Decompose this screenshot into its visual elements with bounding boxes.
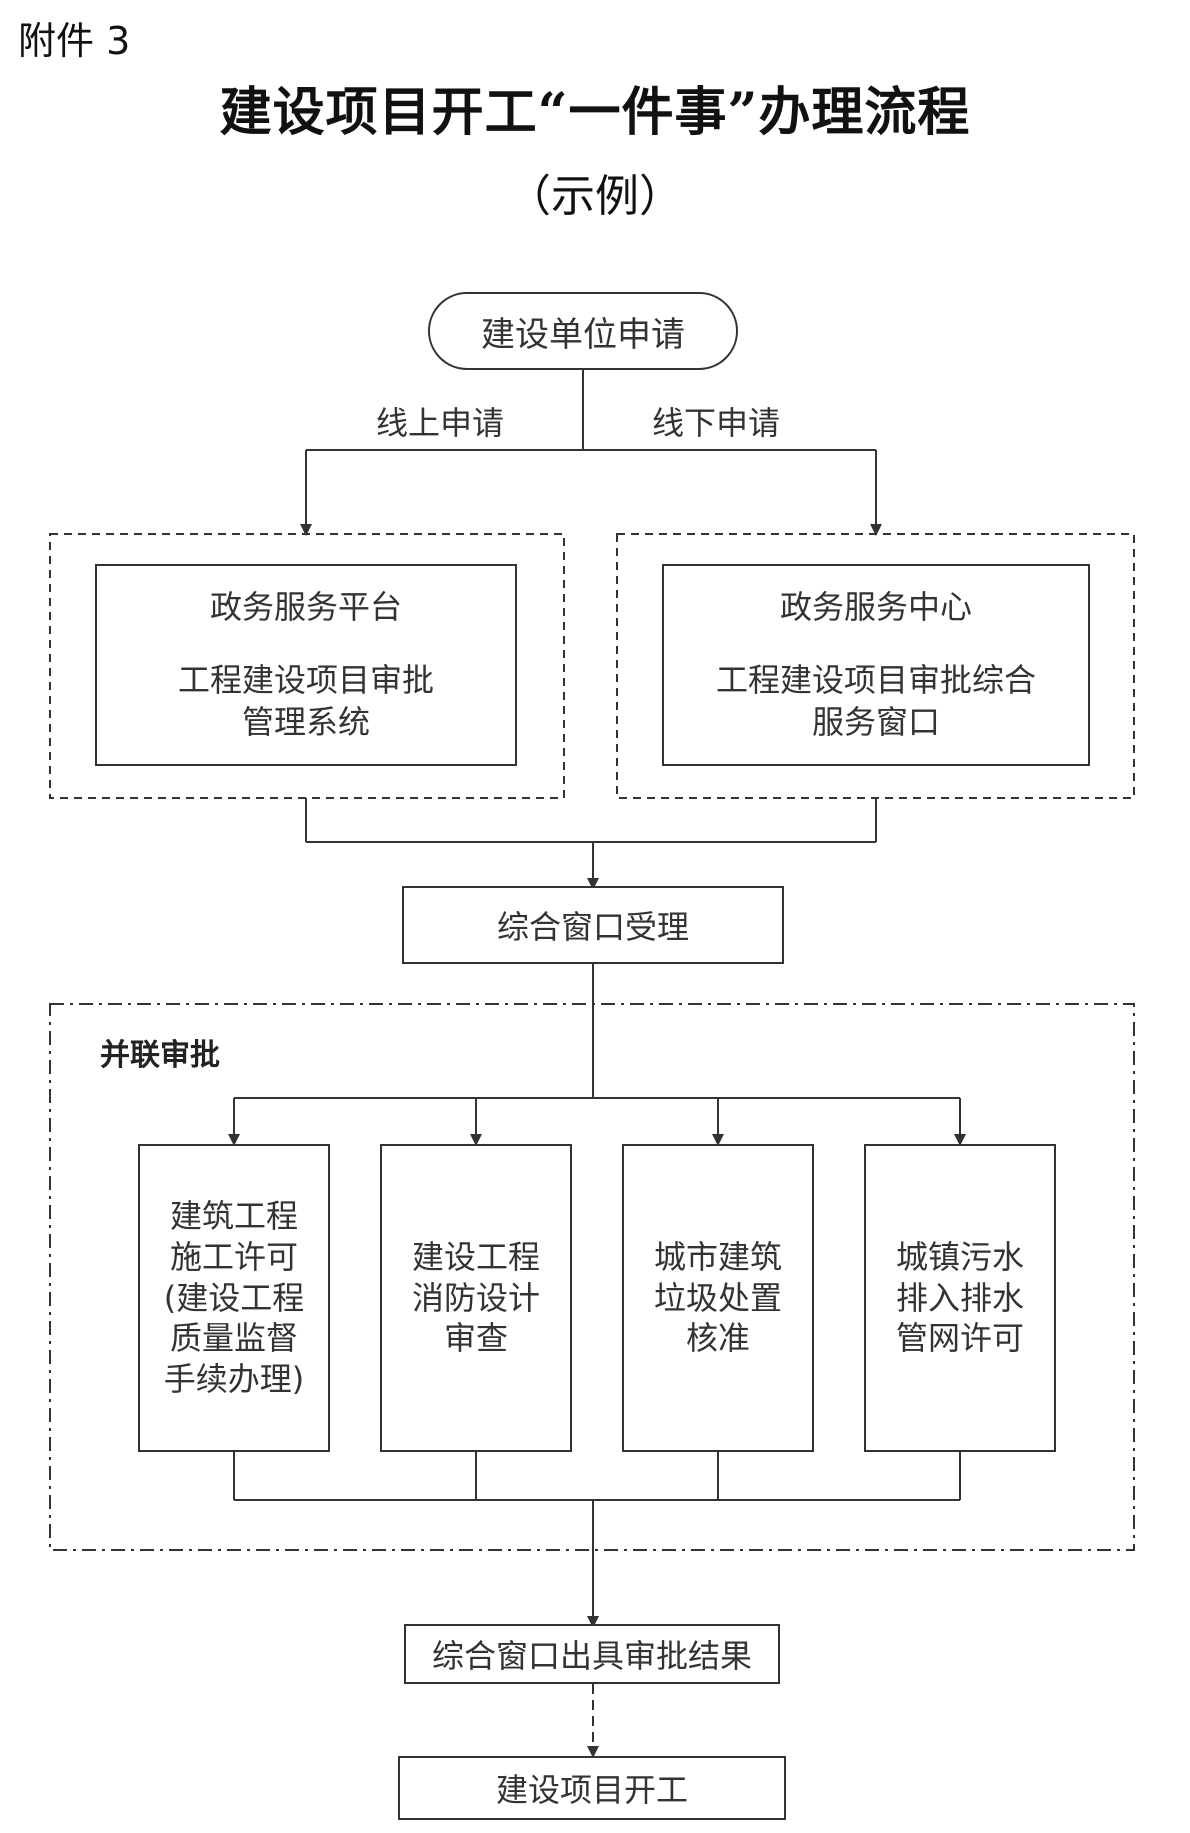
result-node-label: 综合窗口出具审批结果 xyxy=(431,1637,752,1675)
branch-online-label: 线上申请 xyxy=(376,404,505,442)
item-1-line: 建筑工程 xyxy=(169,1196,298,1235)
item-3-line: 垃圾处置 xyxy=(653,1278,782,1317)
offline-panel-line3: 服务窗口 xyxy=(811,702,940,741)
approval-item-2: 建设工程 消防设计 审查 xyxy=(380,1144,572,1452)
item-1-line: 质量监督 xyxy=(169,1319,298,1358)
annex-label: 附件 3 xyxy=(18,19,131,63)
item-1-line: (建设工程 xyxy=(163,1278,305,1317)
item-4-line: 排入排水 xyxy=(895,1278,1024,1317)
item-3-line: 城市建筑 xyxy=(653,1237,782,1276)
item-2-line: 审查 xyxy=(443,1319,508,1358)
accept-node: 综合窗口受理 xyxy=(402,886,784,964)
item-3-line: 核准 xyxy=(685,1319,750,1358)
item-2-line: 消防设计 xyxy=(411,1278,540,1317)
online-panel-line2: 工程建设项目审批 xyxy=(177,661,434,700)
page-subtitle: （示例） xyxy=(507,171,683,222)
online-platform-box: 政务服务平台 工程建设项目审批 管理系统 xyxy=(95,564,517,766)
online-panel-line1: 政务服务平台 xyxy=(209,587,402,626)
item-1-line: 施工许可 xyxy=(169,1237,298,1276)
offline-panel-line2: 工程建设项目审批综合 xyxy=(715,661,1036,700)
start-node-label: 建设单位申请 xyxy=(481,314,685,355)
item-4-line: 城镇污水 xyxy=(895,1237,1024,1276)
start-node: 建设单位申请 xyxy=(428,292,738,370)
approval-item-3: 城市建筑 垃圾处置 核准 xyxy=(622,1144,814,1452)
offline-center-box: 政务服务中心 工程建设项目审批综合 服务窗口 xyxy=(662,564,1090,766)
result-node: 综合窗口出具审批结果 xyxy=(404,1624,780,1684)
online-dashed-frame xyxy=(49,533,565,799)
approval-item-1: 建筑工程 施工许可 (建设工程 质量监督 手续办理) xyxy=(138,1144,330,1452)
branch-offline-label: 线下申请 xyxy=(652,404,781,442)
page-title: 建设项目开工“一件事”办理流程 xyxy=(219,82,971,143)
end-node: 建设项目开工 xyxy=(398,1756,786,1820)
item-1-line: 手续办理) xyxy=(163,1360,305,1399)
accept-node-label: 综合窗口受理 xyxy=(496,908,689,946)
parallel-approval-label: 并联审批 xyxy=(100,1038,220,1073)
end-node-label: 建设项目开工 xyxy=(495,1771,688,1809)
item-4-line: 管网许可 xyxy=(895,1319,1024,1358)
approval-item-4: 城镇污水 排入排水 管网许可 xyxy=(864,1144,1056,1452)
online-panel-line3: 管理系统 xyxy=(241,702,370,741)
item-2-line: 建设工程 xyxy=(411,1237,540,1276)
offline-panel-line1: 政务服务中心 xyxy=(779,587,972,626)
